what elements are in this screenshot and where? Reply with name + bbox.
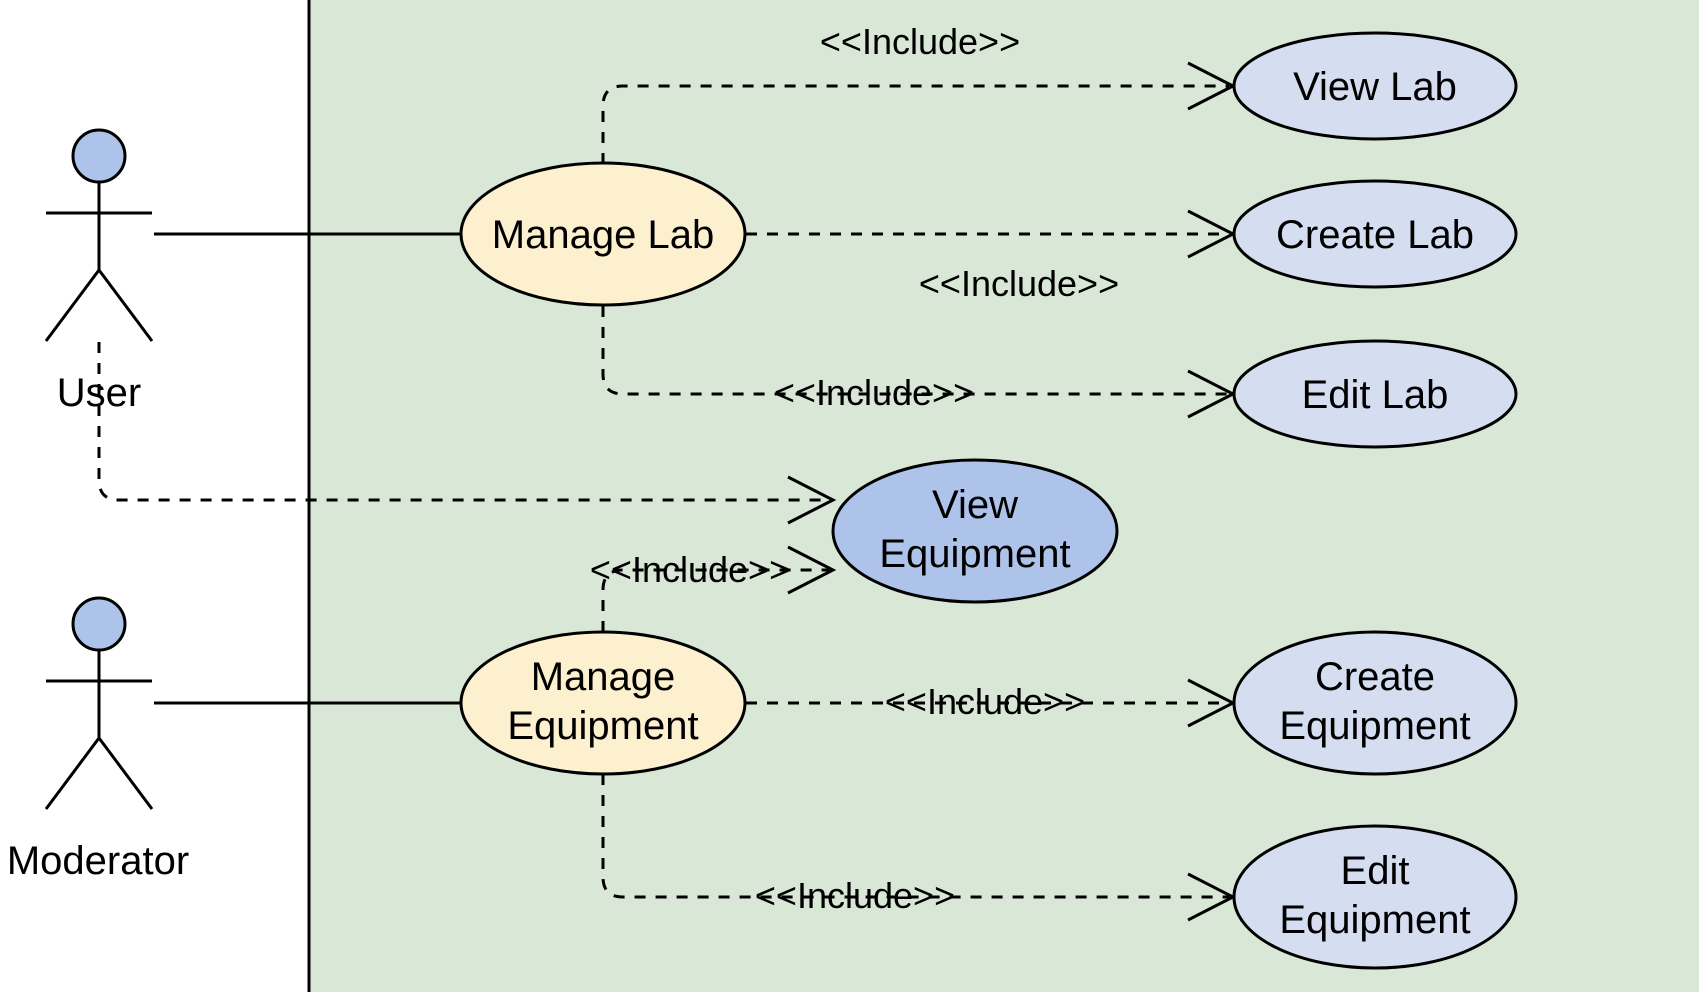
arrow-view-equipment-from-manage [787, 545, 837, 595]
use-case-create-equipment-label-1: Create [1315, 655, 1435, 699]
use-case-manage-equipment-label-1: Manage [531, 655, 676, 699]
svg-text:Manage: Manage [531, 655, 676, 699]
connector-manage-lab-to-edit-lab [601, 306, 1229, 396]
svg-text:Manage Lab: Manage Lab [492, 213, 714, 257]
include-label-edit-lab: <<Include>> [774, 372, 974, 413]
use-case-create-equipment-label-2: Equipment [1279, 704, 1470, 748]
use-case-edit-equipment[interactable]: Edit Equipment [1232, 824, 1518, 970]
use-case-edit-lab[interactable]: Edit Lab [1232, 339, 1518, 449]
include-label-view-equipment: <<Include>> [590, 549, 790, 590]
include-label-edit-equipment: <<Include>> [755, 875, 955, 916]
use-case-create-equipment[interactable]: Create Equipment [1232, 630, 1518, 776]
use-case-create-lab-label: Create Lab [1276, 213, 1474, 257]
svg-text:Create Lab: Create Lab [1276, 213, 1474, 257]
actor-user-head [71, 128, 127, 184]
svg-text:Equipment: Equipment [879, 532, 1070, 576]
include-label-view-lab: <<Include>> [820, 21, 1020, 62]
svg-text:Create: Create [1315, 655, 1435, 699]
svg-text:View: View [932, 483, 1018, 527]
connector-manage-equipment-to-view-equipment [601, 568, 829, 632]
use-case-view-equipment-label-1: View [932, 483, 1018, 527]
svg-text:Equipment: Equipment [507, 704, 698, 748]
use-case-view-lab[interactable]: View Lab [1232, 31, 1518, 141]
connector-manage-equipment-to-edit-equipment [601, 774, 1229, 899]
use-case-create-lab[interactable]: Create Lab [1232, 179, 1518, 289]
use-case-view-equipment-label-2: Equipment [879, 532, 1070, 576]
svg-text:Equipment: Equipment [1279, 704, 1470, 748]
actor-moderator-head [71, 596, 127, 652]
use-case-manage-equipment[interactable]: Manage Equipment [459, 630, 747, 776]
use-case-edit-equipment-label-1: Edit [1341, 849, 1410, 893]
connector-user-to-view-equipment [97, 342, 829, 502]
include-label-create-equipment: <<Include>> [885, 681, 1085, 722]
connector-manage-lab-to-view-lab [601, 84, 1229, 164]
use-case-edit-lab-label: Edit Lab [1302, 373, 1449, 417]
actor-moderator[interactable] [44, 596, 154, 810]
use-case-edit-equipment-label-2: Equipment [1279, 898, 1470, 942]
svg-text:Equipment: Equipment [1279, 898, 1470, 942]
use-case-manage-lab-label: Manage Lab [492, 213, 714, 257]
use-case-manage-equipment-label-2: Equipment [507, 704, 698, 748]
arrow-view-equipment-from-user [787, 475, 837, 525]
use-case-view-lab-label: View Lab [1293, 65, 1457, 109]
use-case-manage-lab[interactable]: Manage Lab [459, 161, 747, 307]
svg-text:Edit: Edit [1341, 849, 1410, 893]
use-case-view-equipment[interactable]: View Equipment [831, 458, 1119, 604]
include-label-create-lab: <<Include>> [919, 263, 1119, 304]
svg-text:Edit Lab: Edit Lab [1302, 373, 1449, 417]
svg-text:View Lab: View Lab [1293, 65, 1457, 109]
actor-user[interactable] [44, 128, 154, 342]
actor-moderator-label: Moderator [7, 839, 189, 883]
